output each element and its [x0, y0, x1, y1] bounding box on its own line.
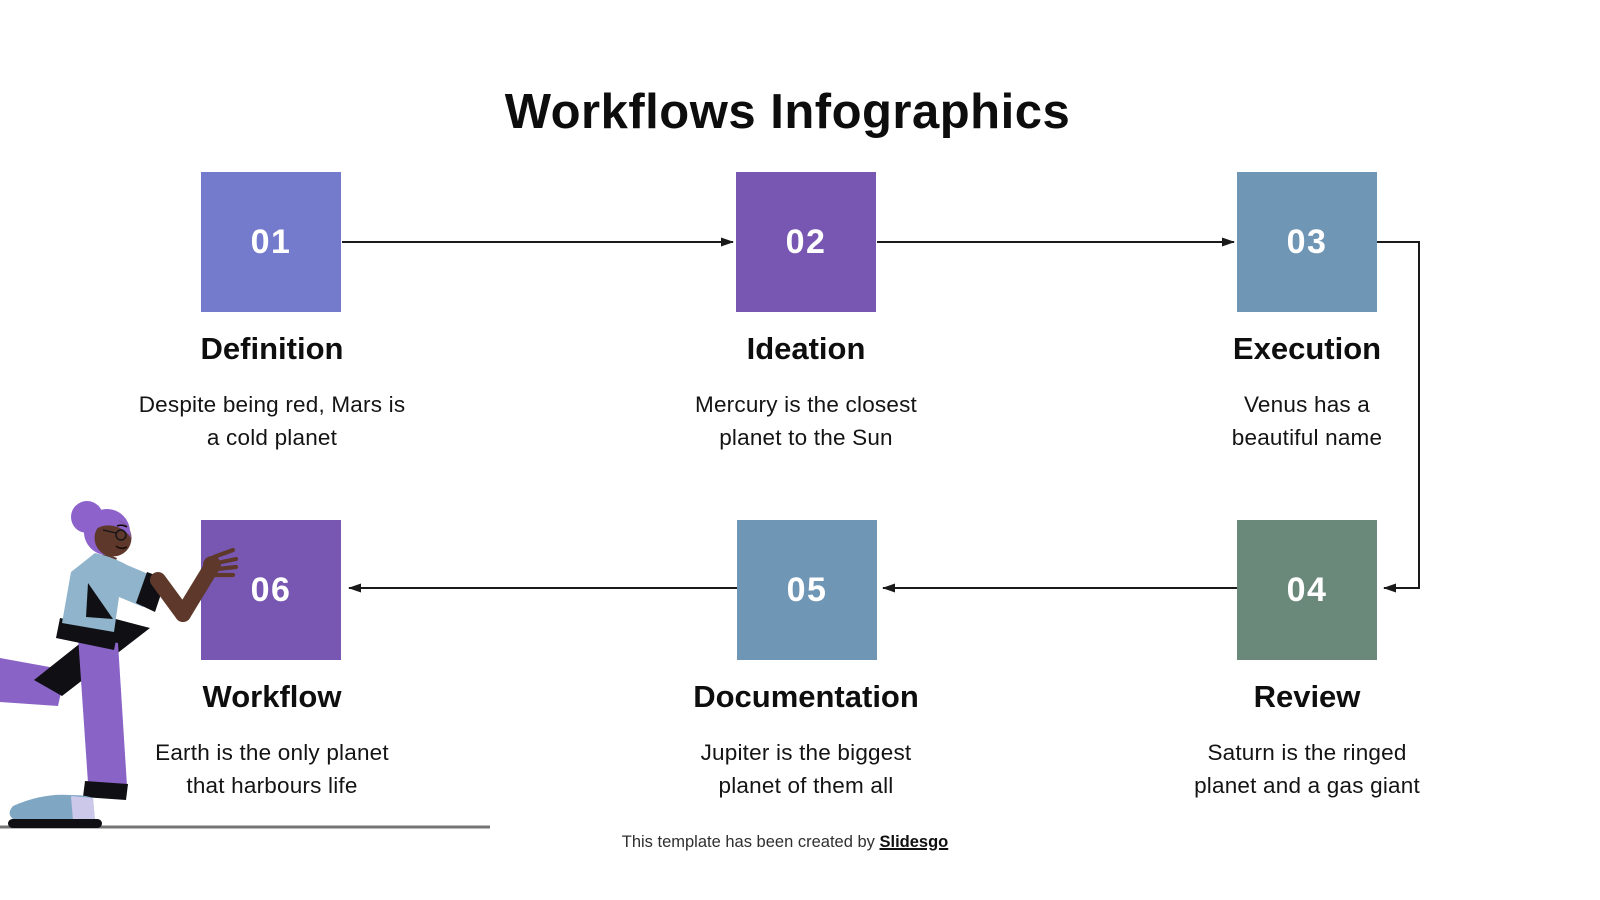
person-pushing-block-illustration [0, 501, 239, 828]
step-box-02: 02 [736, 172, 876, 312]
step-box-05: 05 [737, 520, 877, 660]
arrow-03-04-elbow [1377, 241, 1420, 593]
step-label-documentation: Documentation [693, 679, 919, 714]
step-box-06: 06 [201, 520, 341, 660]
step-label-execution: Execution [1232, 331, 1382, 366]
step-label-workflow: Workflow [202, 679, 342, 714]
step-label-ideation: Ideation [746, 331, 866, 366]
step-box-04: 04 [1237, 520, 1377, 660]
footer-text: This template has been created by [621, 833, 880, 851]
step-label-definition: Definition [200, 331, 344, 366]
step-label-review: Review [1253, 679, 1361, 714]
footer-credit: This template has been created by Slides… [0, 833, 1570, 852]
step-number-01: 01 [250, 222, 292, 261]
step-number-05: 05 [786, 570, 828, 609]
slidesgo-link[interactable]: Slidesgo [879, 833, 949, 851]
step-box-03: 03 [1237, 172, 1377, 312]
step-number-03: 03 [1286, 222, 1328, 261]
step-number-04: 04 [1286, 570, 1328, 609]
step-number-06: 06 [250, 570, 292, 609]
slide-title: Workflows Infographics [504, 85, 1071, 139]
step-number-02: 02 [785, 222, 827, 261]
step-box-01: 01 [201, 172, 341, 312]
